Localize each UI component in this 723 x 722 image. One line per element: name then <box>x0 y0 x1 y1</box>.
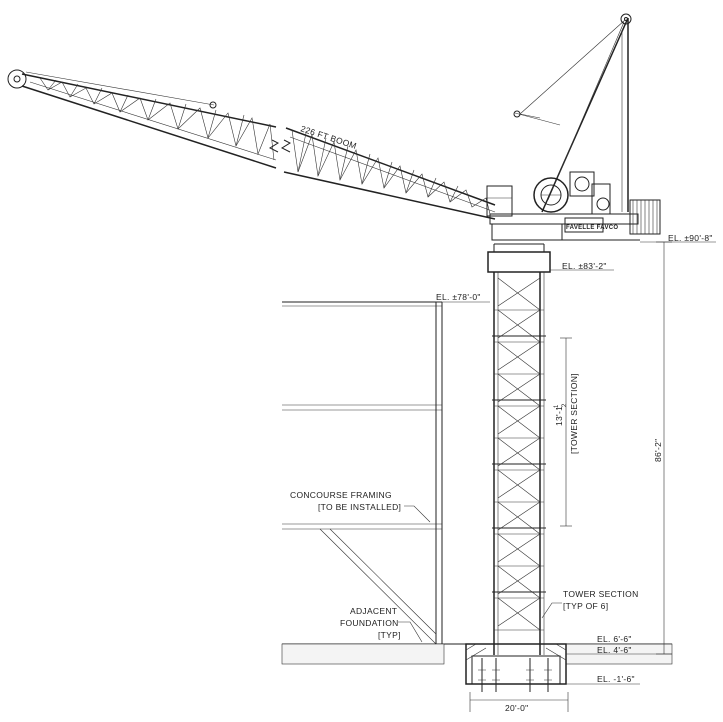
operator-cab <box>486 185 513 217</box>
elevation-collar-label: EL. ±83'-2" <box>562 261 607 271</box>
concourse-callout-line2: [TO BE INSTALLED] <box>318 502 401 512</box>
elevation-grade2-label: EL. 4'-6" <box>597 645 632 655</box>
a-frame-sheave-icon <box>620 13 632 25</box>
tower-callout-line1: TOWER SECTION <box>563 589 639 599</box>
tower-mast <box>487 243 551 655</box>
tower-section-dim-fraction-den: 2 <box>562 403 568 407</box>
elevation-top-label: EL. ±90'-8" <box>668 233 713 243</box>
boom-length-label: 226 FT BOOM <box>299 123 358 151</box>
overall-height-dimension: 86'-2" <box>653 439 663 462</box>
winch-drum-icon <box>533 177 569 213</box>
elevation-grade1-label: EL. 6'-6" <box>597 634 632 644</box>
elevation-bottom-label: EL. -1'-6" <box>597 674 635 684</box>
tower-section-dim-fraction-num: 1 <box>554 404 560 408</box>
a-frame-mast <box>519 13 632 213</box>
manufacturer-nameplate: FAVELLE FAVCO <box>566 225 618 231</box>
tower-section-dimension: 13'-1 <box>554 406 564 426</box>
boom: 226 FT BOOM <box>7 69 561 220</box>
machinery-deck: FAVELLE FAVCO <box>486 171 661 241</box>
dimensions: EL. ±90'-8" EL. ±83'-2" EL. ±78'-0" 86'-… <box>436 233 716 685</box>
base-width-dimension: 20'-0" <box>505 703 528 713</box>
tower-callout-line2: [TYP OF 6] <box>563 601 608 611</box>
foundation-callout-line1: ADJACENT <box>350 606 397 616</box>
tower-section-dim-note: [TOWER SECTION] <box>569 373 579 454</box>
foundation-callout-line3: [TYP] <box>378 630 401 640</box>
concourse-framing <box>282 301 443 645</box>
concourse-callout-line1: CONCOURSE FRAMING <box>290 490 392 500</box>
elevation-concourse-label: EL. ±78'-0" <box>436 292 481 302</box>
callouts: CONCOURSE FRAMING [TO BE INSTALLED] TOWE… <box>290 490 639 643</box>
boom-tip-sheave-icon <box>7 69 27 89</box>
foundation-callout-line2: FOUNDATION <box>340 618 399 628</box>
